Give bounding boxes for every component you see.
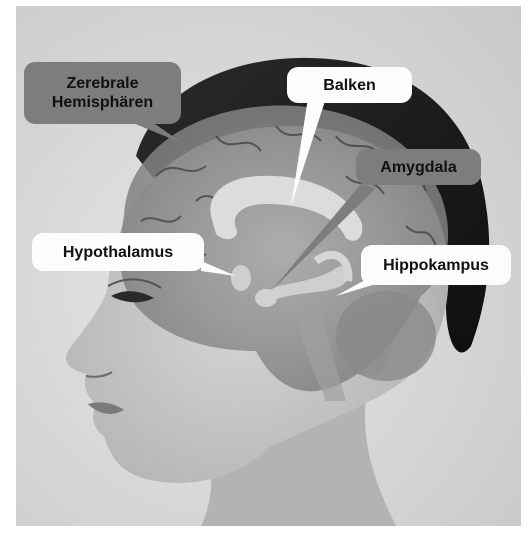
label-hippocampus-text: Hippokampus (383, 256, 489, 275)
label-amygdala: Amygdala (356, 149, 481, 185)
label-amygdala-text: Amygdala (380, 158, 456, 177)
label-cerebral-line1: Zerebrale (66, 74, 138, 93)
illustration-frame: Zerebrale Hemisphären Balken Amygdala Hy… (16, 6, 521, 526)
cerebellum (336, 291, 436, 381)
label-cerebral-hemispheres: Zerebrale Hemisphären (24, 62, 181, 124)
amygdala (255, 289, 277, 307)
label-hypothalamus-text: Hypothalamus (63, 243, 173, 262)
label-corpus-callosum: Balken (287, 67, 412, 103)
label-cerebral-line2: Hemisphären (52, 93, 153, 112)
label-hippocampus: Hippokampus (361, 245, 511, 285)
label-corpus-callosum-text: Balken (323, 76, 375, 95)
hypothalamus (231, 265, 251, 291)
label-hypothalamus: Hypothalamus (32, 233, 204, 271)
